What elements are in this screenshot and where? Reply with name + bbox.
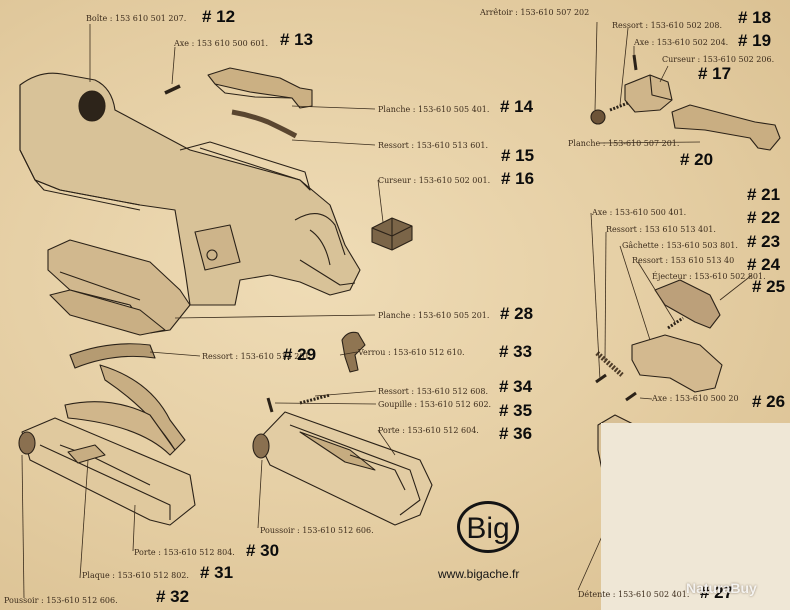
number-part-34: # 34 — [499, 377, 533, 396]
label-part-26: Axe : 153-610 500 20 — [652, 394, 739, 403]
number-part-18: # 18 — [738, 8, 772, 27]
label-part-31: Plaque : 153-610 512 802. — [82, 571, 189, 580]
label-part-33: Verrou : 153-610 512 610. — [358, 348, 465, 357]
label-part-21: Axe : 153-610 500 401. — [592, 208, 687, 217]
number-part-36: # 36 — [499, 424, 533, 443]
number-part-27: # 27 — [700, 583, 734, 602]
number-part-14: # 14 — [500, 97, 534, 116]
number-part-23: # 23 — [747, 232, 781, 251]
label-part-18: Arrêtoir : 153-610 507 202 — [480, 8, 590, 17]
site-url: www.bigache.fr — [438, 567, 520, 581]
label-pusher-right: Poussoir : 153-610 512 606. — [260, 526, 374, 535]
label-part-12: Boîte : 153 610 501 207. — [86, 14, 187, 23]
label-part-32: Poussoir : 153-610 512 606. — [4, 596, 118, 605]
number-part-32: # 32 — [156, 587, 190, 606]
number-part-30: # 30 — [246, 541, 280, 560]
number-part-16: # 16 — [501, 169, 535, 188]
stopper-part-18 — [590, 109, 606, 125]
label-part-29: Ressort : 153-610 513 201. — [202, 352, 313, 361]
number-part-26: # 26 — [752, 392, 786, 411]
blank-patch — [601, 423, 790, 610]
label-part-16: Curseur : 153-610 502 001. — [378, 176, 491, 185]
lock-part-33 — [341, 331, 366, 373]
number-part-31: # 31 — [200, 563, 234, 582]
number-part-29: # 29 — [283, 345, 317, 364]
label-part-20: Planche : 153-610 507 201. — [568, 139, 680, 148]
label-part-35: Goupille : 153-610 512 602. — [378, 400, 492, 409]
label-part-23: Gâchette : 153-610 503 801. — [622, 241, 738, 250]
number-part-20: # 20 — [680, 150, 714, 169]
number-part-19: # 19 — [738, 31, 772, 50]
label-part-15: Ressort : 153-610 513 601. — [378, 141, 489, 150]
naturabuy-watermark: NaturaBuy — [686, 580, 757, 596]
number-part-17: # 17 — [698, 64, 732, 83]
label-part-30: Porte : 153-610 512 804. — [134, 548, 235, 557]
number-part-12: # 12 — [202, 7, 236, 26]
spring-part-15 — [231, 109, 298, 139]
label-spring-upper: Ressort : 153-610 502 208. — [612, 21, 723, 30]
magazine-housing-right — [257, 411, 433, 526]
label-part-28: Planche : 153-610 505 201. — [378, 311, 490, 320]
number-part-15: # 15 — [501, 146, 535, 165]
ejector-part-25 — [654, 279, 721, 329]
label-part-13: Axe : 153 610 500 601. — [174, 39, 269, 48]
pin-part-35 — [266, 397, 274, 413]
label-part-22: Ressort : 153 610 513 401. — [606, 225, 716, 234]
label-part-25: Éjecteur : 153-610 502 801. — [652, 272, 766, 281]
number-part-24: # 24 — [747, 255, 781, 274]
label-part-14: Planche : 153-610 505 401. — [378, 105, 490, 114]
number-part-21: # 21 — [747, 185, 781, 204]
label-part-36: Porte : 153-610 512 604. — [378, 426, 479, 435]
plate-part-20 — [671, 104, 781, 151]
receiver-body-part — [19, 72, 361, 306]
number-part-13: # 13 — [280, 30, 314, 49]
spring-part-34 — [299, 393, 331, 405]
number-part-22: # 22 — [747, 208, 781, 227]
number-part-25: # 25 — [752, 277, 786, 296]
big-logo: Big — [457, 501, 519, 553]
label-part-27: Détente : 153-610 502 401. — [578, 590, 690, 599]
label-part-34: Ressort : 153-610 512 608. — [378, 387, 489, 396]
spring-part-29 — [69, 343, 156, 369]
number-part-28: # 28 — [500, 304, 534, 323]
number-part-35: # 35 — [499, 401, 533, 420]
magazine-housing-left — [21, 417, 196, 526]
plate-part-28 — [47, 239, 191, 334]
number-part-33: # 33 — [499, 342, 533, 361]
label-part-24: Ressort : 153 610 513 40 — [632, 256, 735, 265]
slider-part-17 — [624, 74, 673, 113]
label-part-17: Curseur : 153-610 502 206. — [662, 55, 775, 64]
axle-pin-13 — [164, 84, 181, 95]
sear-part-23 — [631, 334, 723, 393]
plate-part-14 — [207, 67, 313, 109]
label-part-19: Axe : 153-610 502 204. — [634, 38, 729, 47]
